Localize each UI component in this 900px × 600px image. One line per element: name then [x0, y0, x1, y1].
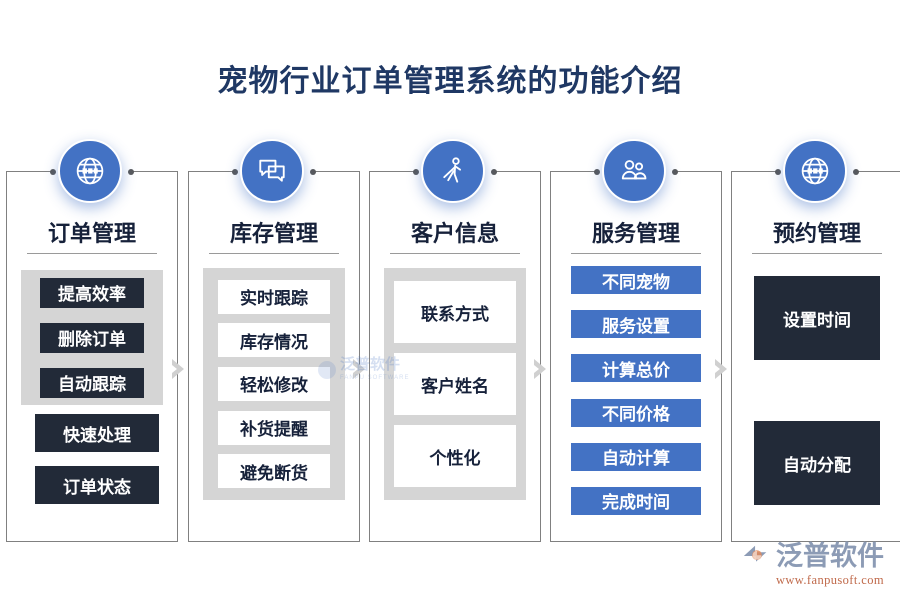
column-body-customer-information: 联系方式 客户姓名 个性化: [370, 262, 540, 533]
item-chip[interactable]: 设置时间: [754, 276, 880, 360]
users-icon: [618, 155, 650, 187]
flow-arrow-icon: [170, 357, 188, 381]
connector-dot-left: [413, 168, 419, 175]
item-chip[interactable]: 提高效率: [40, 277, 144, 308]
grouped-panel-order-management: 提高效率 删除订单 自动跟踪: [21, 270, 163, 405]
connector-dot-right: [491, 168, 497, 175]
brand-logo: 泛普软件 www.fanpusoft.com: [741, 541, 884, 588]
badge-appointment-management[interactable]: [783, 139, 847, 203]
globe-icon: [74, 155, 106, 187]
brand-name: 泛普软件: [776, 540, 884, 571]
column-body-service-management: 不同宠物 服务设置 计算总价 不同价格 自动计算 完成时间: [551, 262, 721, 533]
person-walking-icon: [437, 155, 469, 187]
connector-dot-left: [50, 168, 56, 175]
item-list-service-management: 不同宠物 服务设置 计算总价 不同价格 自动计算 完成时间: [571, 266, 701, 515]
item-chip[interactable]: 补货提醒: [218, 410, 330, 445]
column-heading-service-management: 服务管理: [563, 216, 709, 254]
column-customer-information[interactable]: 客户信息 联系方式 客户姓名 个性化: [369, 168, 541, 542]
item-chip[interactable]: 服务设置: [571, 310, 701, 339]
page-title: 宠物行业订单管理系统的功能介绍: [217, 65, 683, 98]
flow-arrow-icon: [713, 357, 731, 381]
item-chip[interactable]: 实时跟踪: [218, 279, 330, 314]
badge-service-management[interactable]: [602, 139, 666, 203]
globe-icon: [799, 155, 831, 187]
item-chip[interactable]: 不同宠物: [571, 266, 701, 294]
connector-dot-right: [853, 168, 859, 175]
column-appointment-management[interactable]: 预约管理 设置时间 自动分配: [731, 168, 900, 542]
fanpu-logo-icon: [741, 541, 771, 571]
item-chip[interactable]: 联系方式: [394, 281, 516, 343]
item-chip[interactable]: 轻松修改: [218, 366, 330, 401]
brand-logo-row: 泛普软件: [741, 541, 884, 571]
connector-dot-right: [672, 168, 678, 175]
column-heading-order-management: 订单管理: [19, 216, 165, 254]
connector-dot-left: [232, 168, 238, 175]
column-service-management[interactable]: 服务管理 不同宠物 服务设置 计算总价 不同价格 自动计算 完成时间: [550, 168, 722, 542]
connector-dot-left: [775, 168, 781, 175]
item-chip[interactable]: 自动计算: [571, 442, 701, 471]
flow-arrow-icon: [351, 357, 369, 381]
item-chip[interactable]: 避免断货: [218, 454, 330, 489]
connector-dot-left: [594, 168, 600, 175]
grouped-panel-inventory-management: 实时跟踪 库存情况 轻松修改 补货提醒 避免断货: [203, 268, 345, 500]
item-chip[interactable]: 自动跟踪: [40, 367, 144, 398]
column-inventory-management[interactable]: 库存管理 实时跟踪 库存情况 轻松修改 补货提醒 避免断货: [188, 168, 360, 542]
column-body-inventory-management: 实时跟踪 库存情况 轻松修改 补货提醒 避免断货: [189, 262, 359, 533]
column-heading-inventory-management: 库存管理: [201, 216, 347, 254]
item-chip[interactable]: 个性化: [394, 425, 516, 487]
item-chip[interactable]: 不同价格: [571, 398, 701, 427]
badge-order-management[interactable]: [58, 139, 122, 203]
item-chip[interactable]: 快速处理: [35, 414, 159, 452]
brand-url: www.fanpusoft.com: [775, 573, 884, 587]
item-chip[interactable]: 完成时间: [571, 486, 701, 515]
item-chip[interactable]: 自动分配: [754, 421, 880, 505]
badge-inventory-management[interactable]: [240, 139, 304, 203]
column-heading-customer-information: 客户信息: [382, 216, 528, 254]
column-body-order-management: 提高效率 删除订单 自动跟踪 快速处理 订单状态: [7, 262, 177, 533]
chat-bubbles-icon: [256, 155, 288, 187]
item-chip[interactable]: 计算总价: [571, 354, 701, 383]
connector-dot-right: [310, 168, 316, 175]
flow-arrow-icon: [532, 357, 550, 381]
column-heading-appointment-management: 预约管理: [744, 216, 890, 254]
item-chip[interactable]: 删除订单: [40, 322, 144, 353]
item-list-appointment-management: 设置时间 自动分配: [754, 276, 880, 505]
item-chip[interactable]: 库存情况: [218, 323, 330, 358]
item-chip[interactable]: 订单状态: [35, 466, 159, 504]
grouped-panel-customer-information: 联系方式 客户姓名 个性化: [384, 268, 526, 500]
connector-dot-right: [128, 168, 134, 175]
badge-customer-information[interactable]: [421, 139, 485, 203]
column-body-appointment-management: 设置时间 自动分配: [732, 262, 900, 533]
column-order-management[interactable]: 订单管理 提高效率 删除订单 自动跟踪 快速处理 订单状态: [6, 168, 178, 542]
item-chip[interactable]: 客户姓名: [394, 353, 516, 415]
